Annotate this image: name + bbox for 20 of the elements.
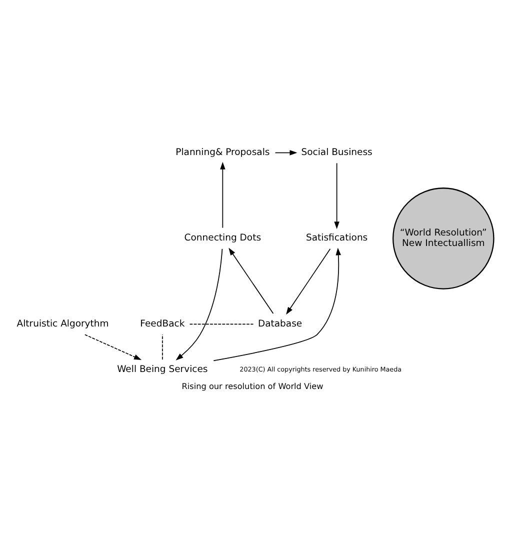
- arrow: [334, 162, 340, 229]
- node-text: FeedBack: [140, 318, 185, 329]
- node-text: Altruistic Algorythm: [16, 318, 109, 329]
- arrow: [84, 334, 142, 360]
- arrow: [220, 161, 226, 228]
- arrow: [228, 247, 274, 314]
- node-circle: “World Resolution” New Intectuallism: [392, 187, 494, 289]
- connector: [189, 323, 254, 324]
- arrow: [176, 248, 223, 360]
- node-text: Satisfications: [306, 232, 368, 244]
- caption: Rising our resolution of World View: [182, 380, 324, 391]
- node-text: Social Business: [301, 146, 372, 158]
- arrow: [286, 248, 331, 314]
- node-text: Planning& Proposals: [176, 146, 270, 158]
- node-text: Well Being Services: [117, 364, 208, 375]
- arrow: [274, 150, 298, 155]
- node-text: Database: [258, 318, 302, 329]
- node-text: Connecting Dots: [184, 232, 262, 244]
- connector: [162, 334, 163, 360]
- arrow: [213, 247, 342, 361]
